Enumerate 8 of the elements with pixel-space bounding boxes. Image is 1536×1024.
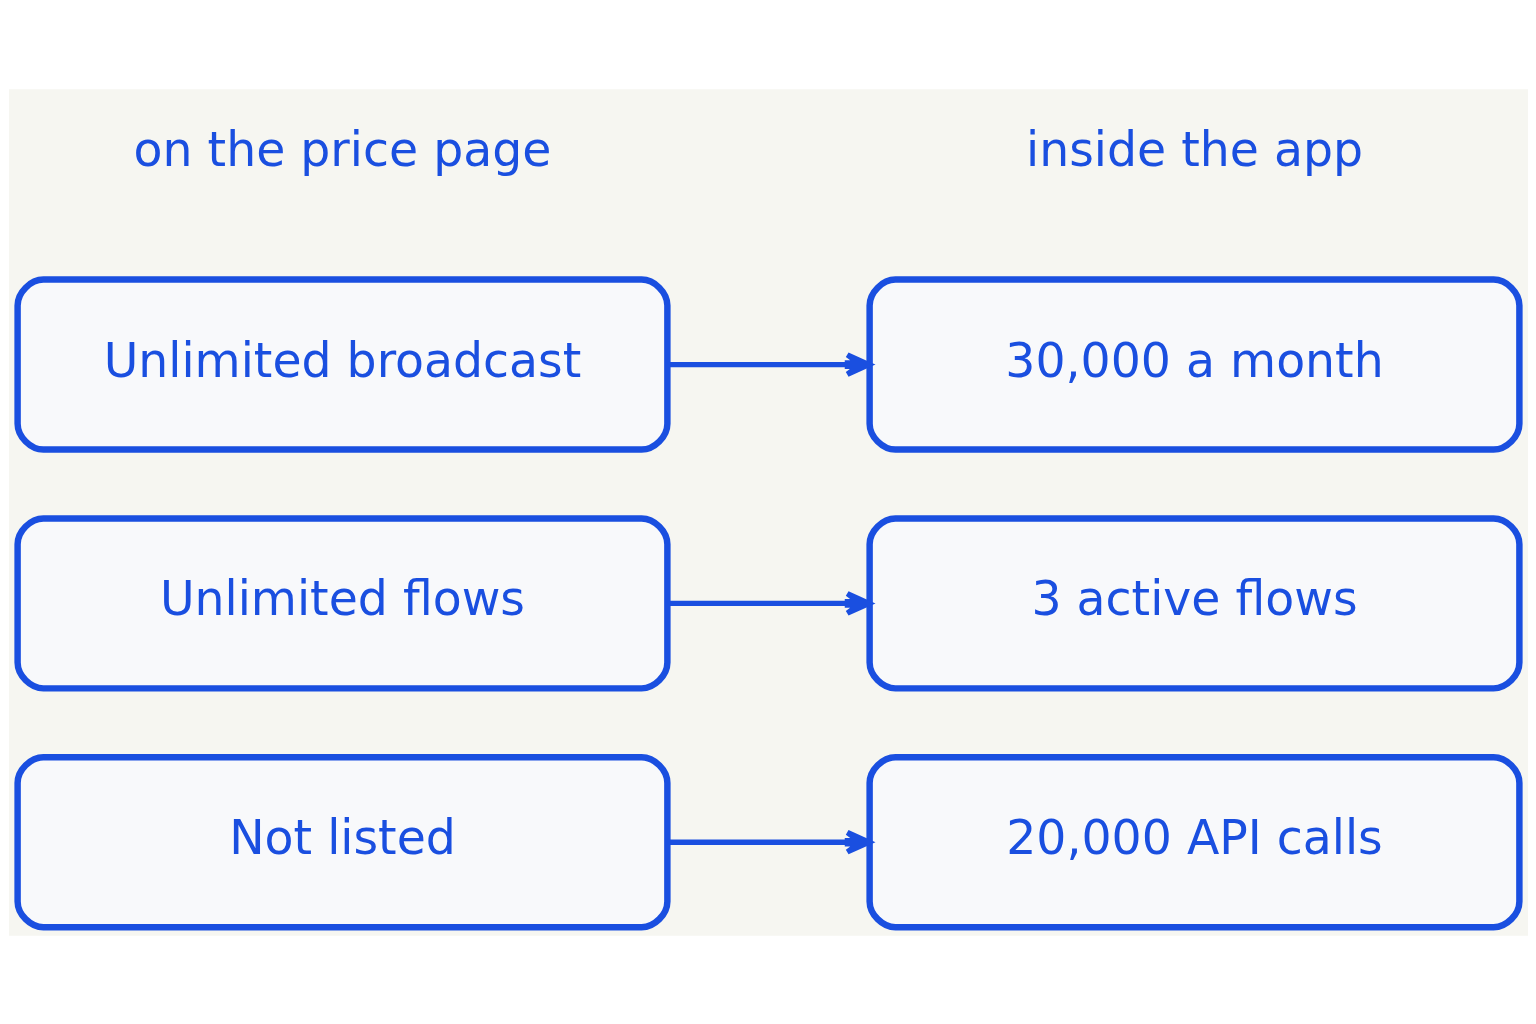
node-box: Not listed [13, 753, 671, 930]
node-box: 3 active flows [865, 514, 1523, 692]
node-box: 30,000 a month [865, 275, 1523, 453]
label: on the price page [133, 121, 551, 177]
node-box: Unlimited flows [13, 514, 671, 692]
node-box: Unlimited broadcast [13, 275, 671, 453]
label: inside the app [1025, 121, 1363, 177]
node-box: 20,000 API calls [865, 753, 1523, 930]
